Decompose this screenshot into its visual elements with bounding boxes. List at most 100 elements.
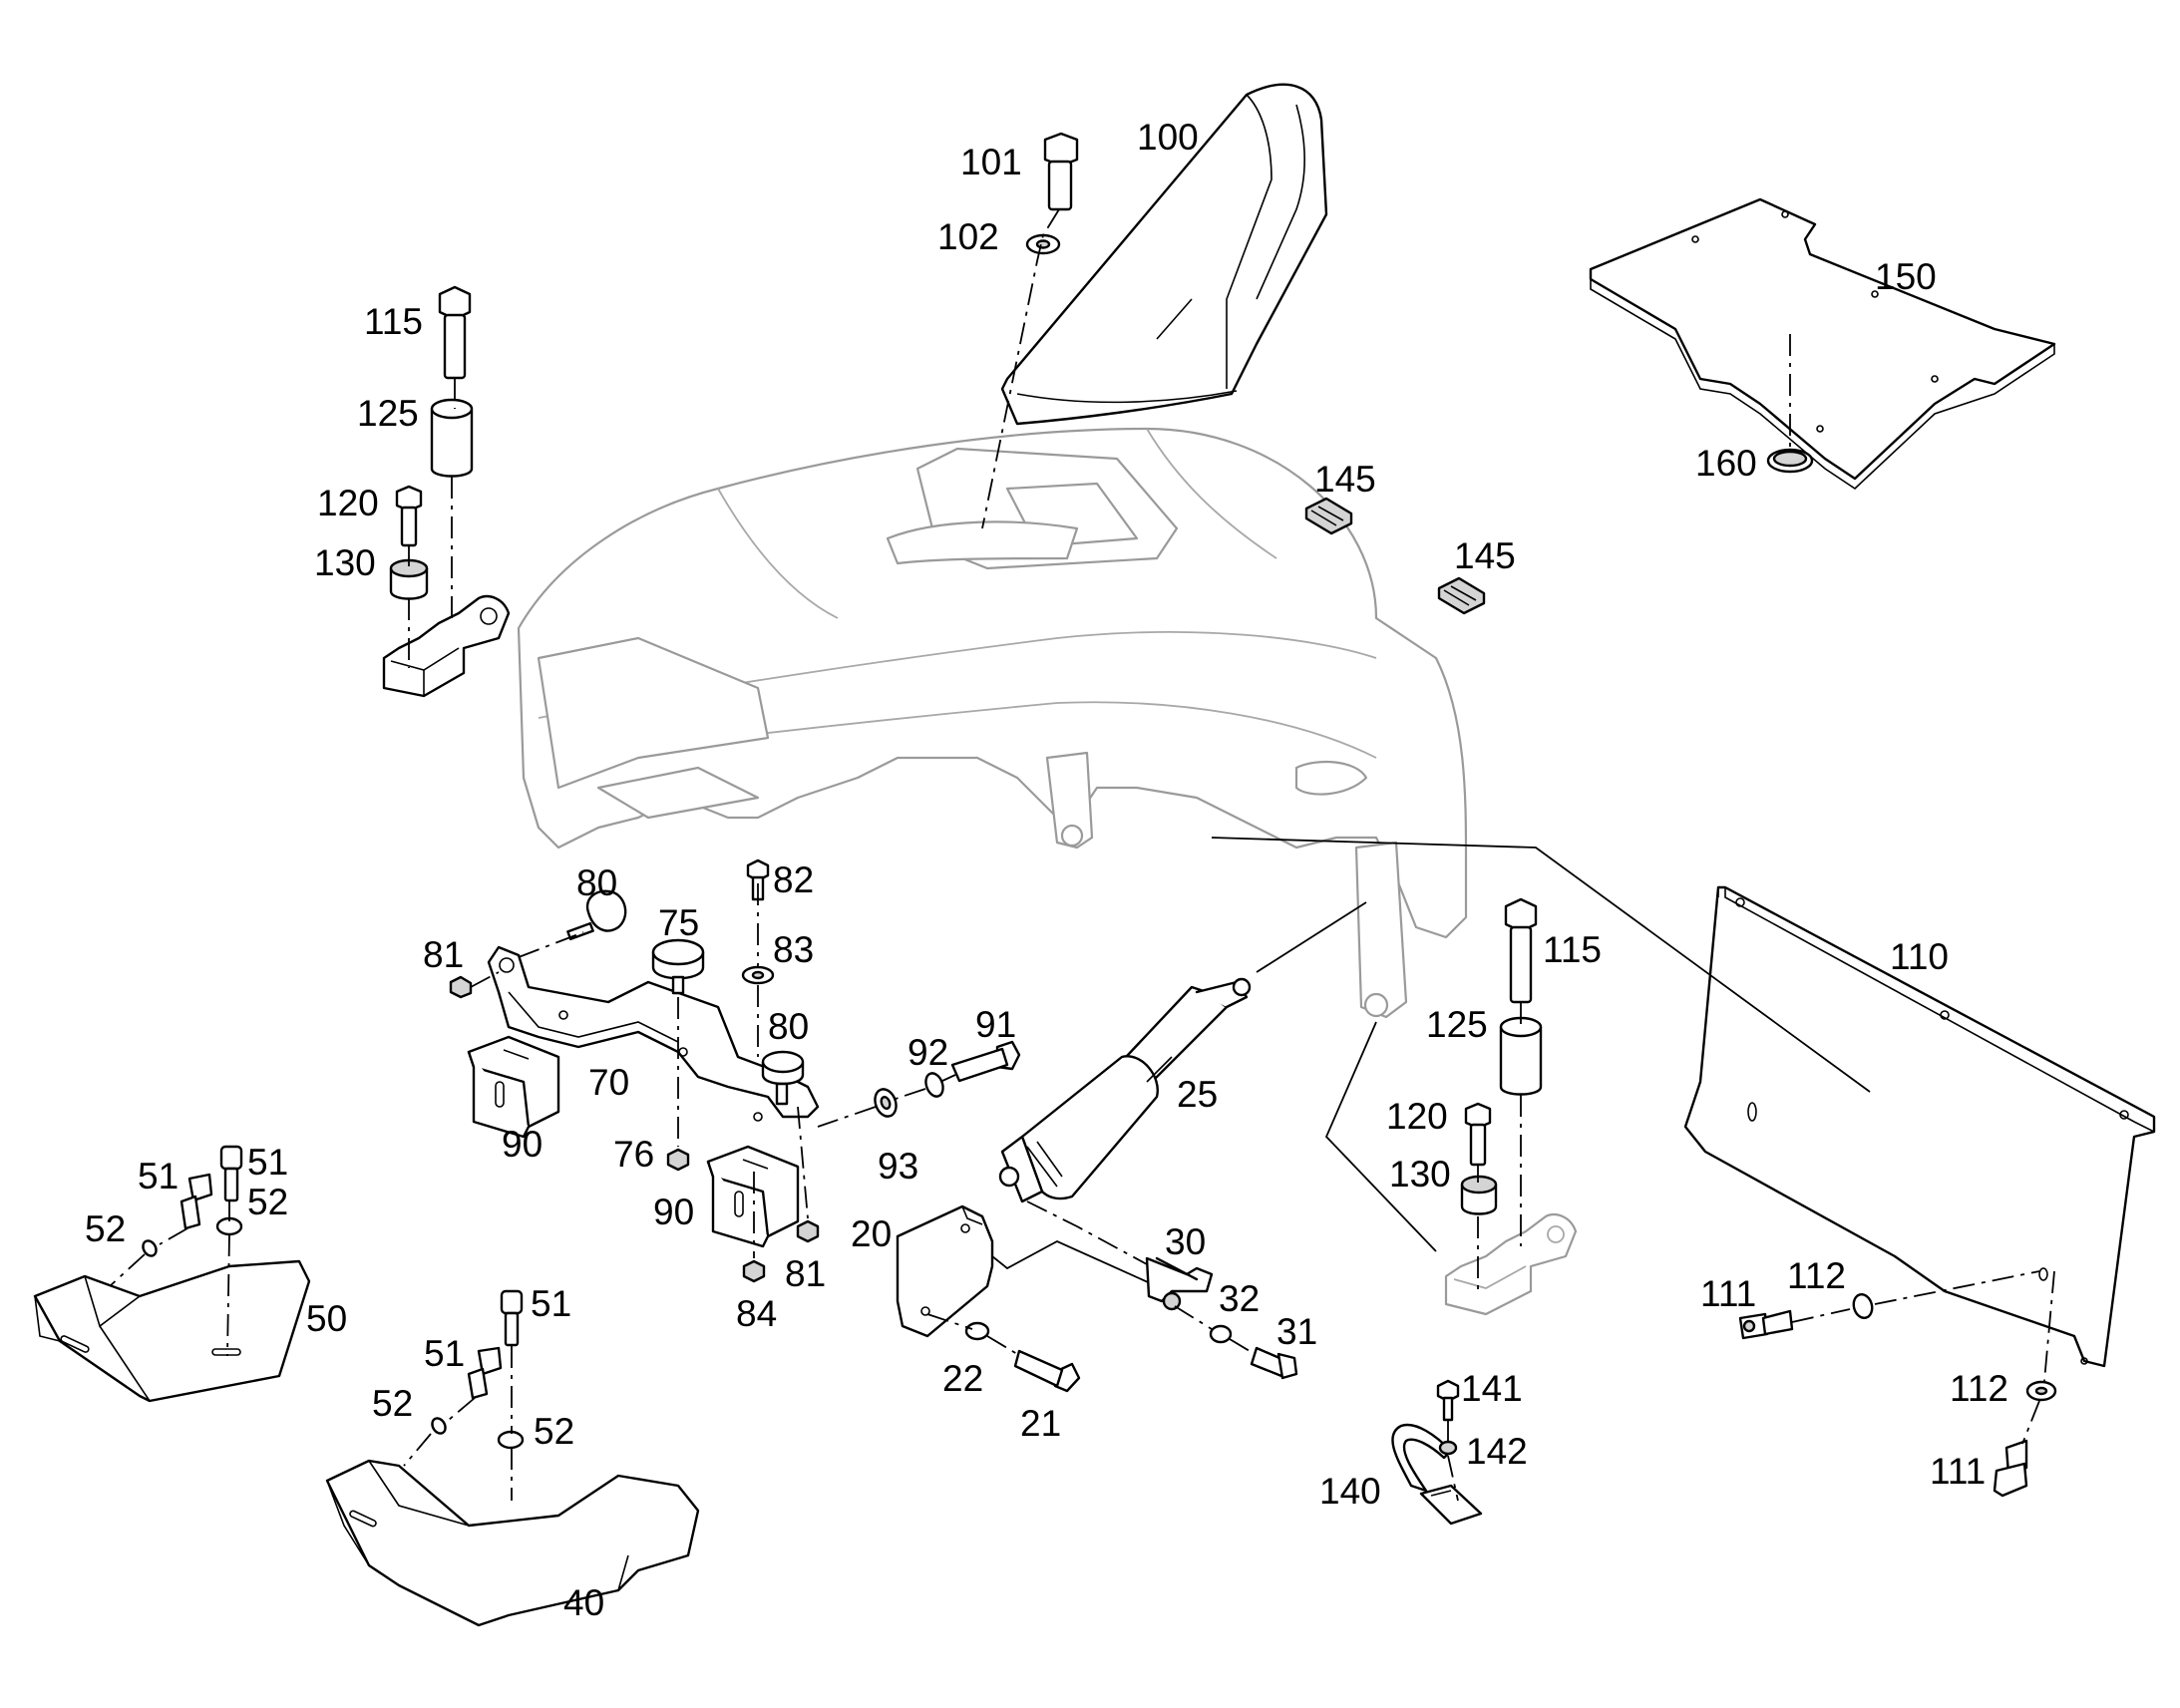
label-145-upper: 145 bbox=[1314, 459, 1376, 500]
label-90-left: 90 bbox=[502, 1124, 543, 1165]
axis-mount-left bbox=[451, 379, 456, 618]
label-22: 22 bbox=[942, 1358, 983, 1399]
axis-111-a bbox=[1791, 1270, 2040, 1323]
washer-83 bbox=[741, 965, 775, 985]
angle-bracket-90-right bbox=[706, 1145, 800, 1248]
bolt-91 bbox=[950, 1040, 1021, 1083]
axis-30 bbox=[1026, 1200, 1256, 1355]
label-111-a: 111 bbox=[1700, 1273, 1756, 1314]
nut-84 bbox=[742, 1259, 766, 1283]
bushing-130-left bbox=[389, 558, 429, 600]
assembly-line-25 bbox=[1256, 901, 1367, 973]
spacer-125-left bbox=[430, 398, 474, 478]
assembly-line-20 bbox=[991, 1239, 1158, 1287]
bolt-111-a bbox=[1738, 1309, 1794, 1340]
label-101: 101 bbox=[960, 142, 1022, 182]
axis-50-b bbox=[109, 1227, 188, 1287]
label-84: 84 bbox=[736, 1293, 777, 1334]
label-76: 76 bbox=[613, 1134, 654, 1175]
label-83: 83 bbox=[773, 929, 814, 970]
label-115-right: 115 bbox=[1543, 929, 1602, 970]
knob-80-lower bbox=[761, 1050, 805, 1106]
label-160: 160 bbox=[1695, 443, 1757, 484]
screw-51-d bbox=[467, 1346, 503, 1400]
nut-81-lower bbox=[796, 1219, 820, 1243]
label-125-right: 125 bbox=[1426, 1004, 1488, 1045]
actuator-25 bbox=[998, 977, 1252, 1203]
label-30: 30 bbox=[1165, 1221, 1206, 1262]
clip-145-lower bbox=[1437, 576, 1486, 615]
label-100: 100 bbox=[1137, 117, 1199, 158]
axis-40-b bbox=[403, 1397, 476, 1467]
bolt-115-right bbox=[1504, 897, 1538, 1004]
label-130-left: 130 bbox=[314, 542, 376, 583]
nut-76 bbox=[666, 1148, 690, 1172]
label-25: 25 bbox=[1177, 1074, 1218, 1115]
knob-75 bbox=[651, 938, 705, 995]
guard-40 bbox=[325, 1459, 700, 1627]
part-labels: 100 101 102 150 160 115 125 120 130 145 … bbox=[85, 117, 2008, 1623]
label-52-c: 52 bbox=[534, 1411, 574, 1452]
nut-81-upper bbox=[449, 975, 473, 999]
axis-21 bbox=[926, 1313, 1018, 1355]
washer-32 bbox=[1209, 1324, 1233, 1344]
label-80-upper: 80 bbox=[576, 862, 617, 903]
assembly-line-110 bbox=[1211, 837, 1871, 1093]
axis-100 bbox=[981, 208, 1060, 529]
pin-30 bbox=[1145, 1256, 1214, 1311]
angle-bracket-90-left bbox=[467, 1035, 560, 1139]
label-21: 21 bbox=[1020, 1403, 1061, 1444]
label-52-b: 52 bbox=[85, 1208, 126, 1249]
screw-51-a bbox=[219, 1145, 243, 1202]
label-125-left: 125 bbox=[357, 393, 419, 434]
label-142: 142 bbox=[1466, 1431, 1528, 1472]
spacer-125-right bbox=[1499, 1016, 1543, 1096]
label-110: 110 bbox=[1890, 936, 1949, 977]
label-80-lower: 80 bbox=[768, 1006, 809, 1047]
rubber-pad-160 bbox=[1766, 448, 1814, 474]
plate-20 bbox=[896, 1204, 994, 1338]
label-52-a: 52 bbox=[247, 1182, 288, 1222]
label-81-lower: 81 bbox=[785, 1253, 826, 1294]
label-81-upper: 81 bbox=[423, 934, 464, 975]
label-51-d: 51 bbox=[424, 1333, 465, 1374]
washer-142 bbox=[1438, 1440, 1458, 1456]
washer-112-a bbox=[1852, 1292, 1874, 1320]
label-51-c: 51 bbox=[531, 1283, 571, 1324]
label-50: 50 bbox=[306, 1298, 347, 1339]
label-130-right: 130 bbox=[1389, 1154, 1451, 1195]
label-112-a: 112 bbox=[1787, 1255, 1846, 1296]
washer-52-c bbox=[497, 1430, 525, 1450]
bolt-21 bbox=[1013, 1349, 1081, 1393]
label-102: 102 bbox=[937, 216, 999, 257]
washer-22 bbox=[964, 1321, 990, 1341]
screw-141 bbox=[1436, 1379, 1460, 1422]
label-145-lower: 145 bbox=[1454, 535, 1516, 576]
washer-52-d bbox=[431, 1417, 447, 1435]
label-93: 93 bbox=[878, 1146, 918, 1187]
screw-51-c bbox=[500, 1289, 524, 1347]
label-40: 40 bbox=[563, 1582, 604, 1623]
engine-hood-housing bbox=[517, 427, 1468, 1019]
washer-52-b bbox=[142, 1239, 158, 1257]
axis-70-e bbox=[470, 931, 584, 988]
washer-112-b bbox=[2025, 1380, 2057, 1402]
label-52-d: 52 bbox=[372, 1383, 413, 1424]
label-92: 92 bbox=[908, 1032, 948, 1073]
bolt-31 bbox=[1250, 1346, 1298, 1380]
label-115-left: 115 bbox=[364, 301, 423, 342]
label-140: 140 bbox=[1319, 1471, 1381, 1512]
label-150: 150 bbox=[1875, 256, 1937, 297]
bracket-70 bbox=[487, 945, 820, 1122]
label-70: 70 bbox=[588, 1062, 629, 1103]
bolt-101 bbox=[1043, 132, 1079, 211]
clip-145-upper bbox=[1304, 497, 1353, 535]
label-111-b: 111 bbox=[1930, 1451, 1986, 1492]
bolt-120-left bbox=[395, 485, 423, 547]
label-112-b: 112 bbox=[1950, 1368, 2008, 1409]
axis-140 bbox=[1447, 1421, 1459, 1502]
cover-plate-150 bbox=[1589, 197, 2056, 491]
label-75: 75 bbox=[658, 902, 699, 943]
bolt-111-b bbox=[1993, 1439, 2028, 1498]
